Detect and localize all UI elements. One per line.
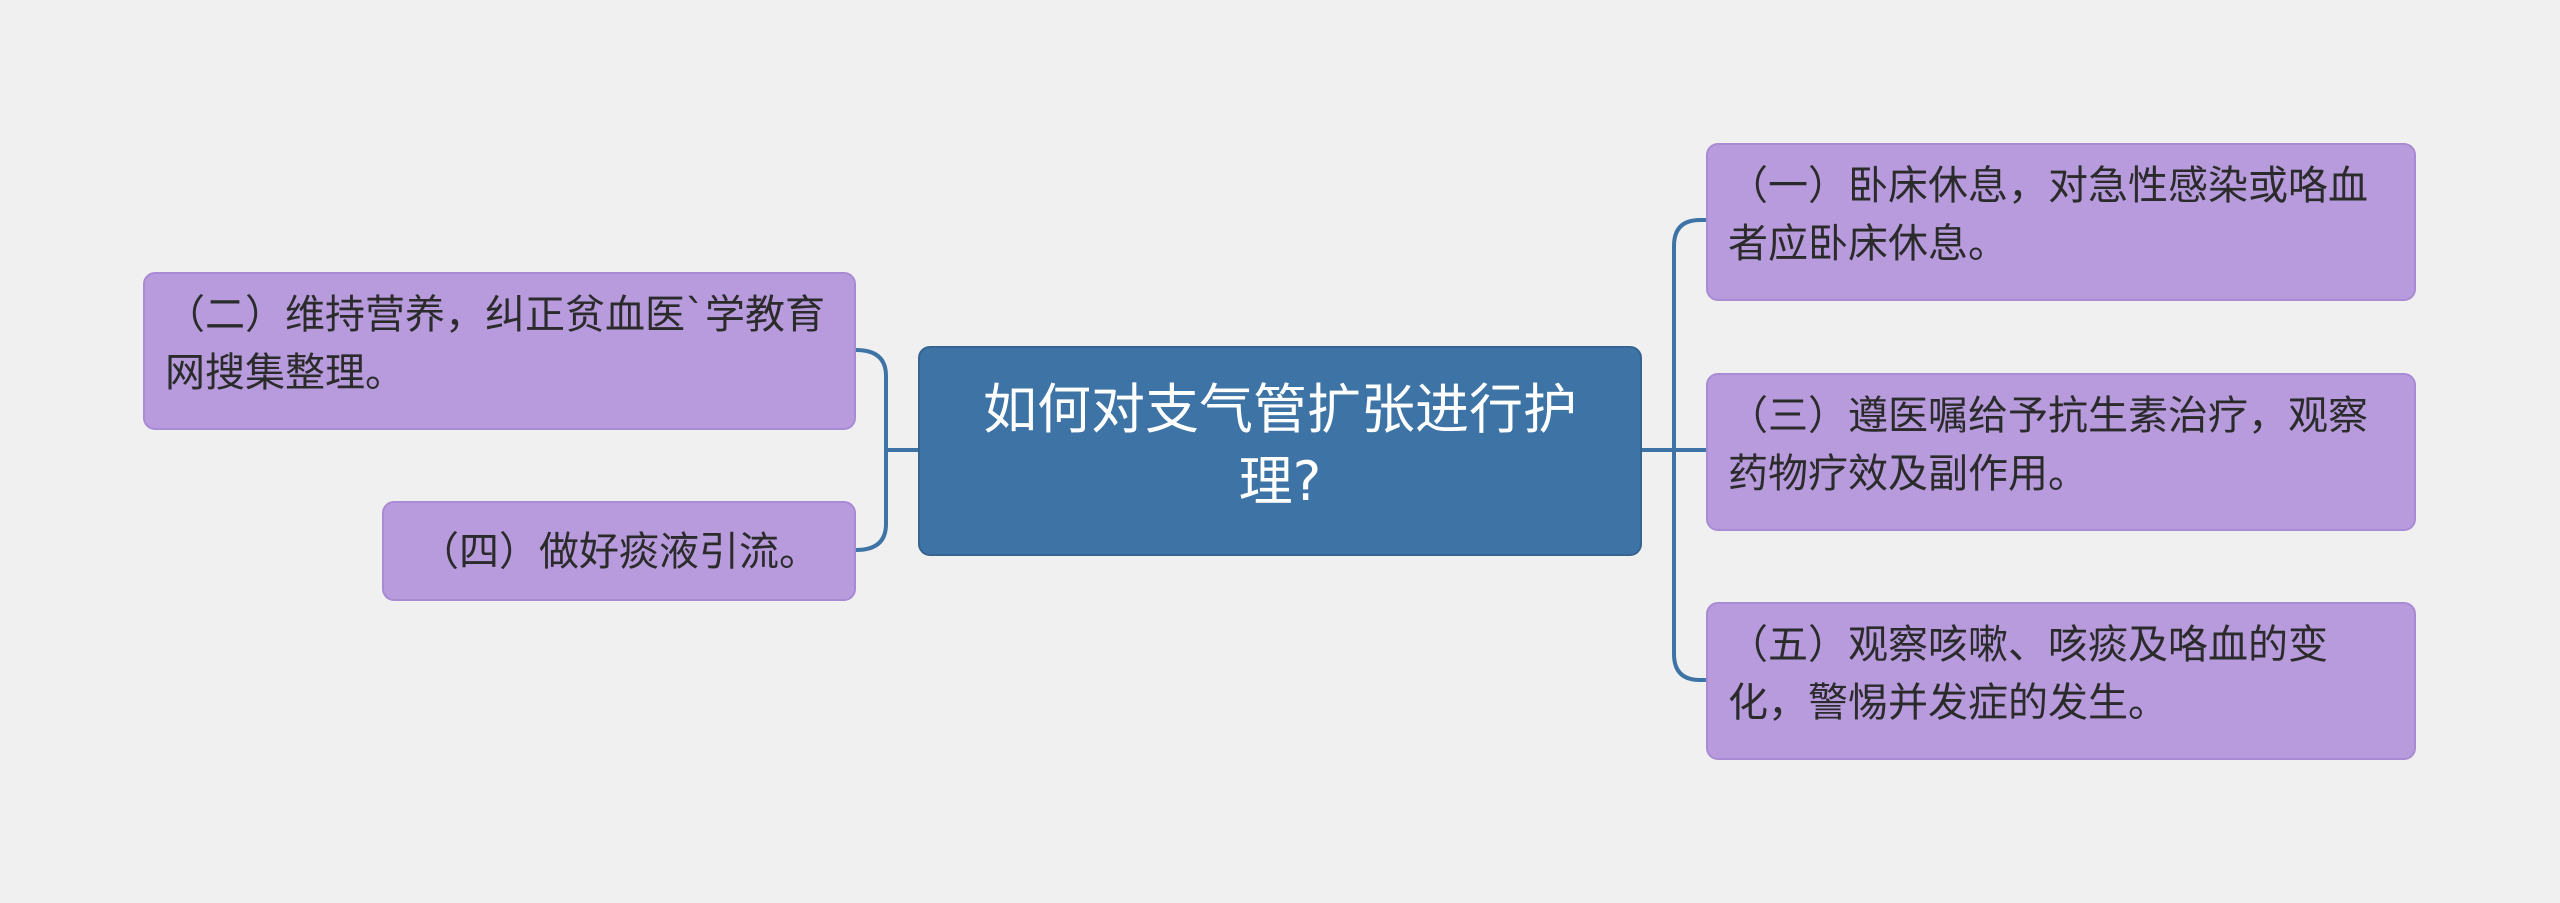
right-node-antibiotics-text: （三）遵医嘱给予抗生素治疗，观察药物疗效及副作用。 <box>1728 393 2368 497</box>
connector-right-trunk <box>1672 218 1708 682</box>
left-node-nutrition[interactable]: （二）维持营养，纠正贫血医`学教育网搜集整理。 <box>143 272 856 430</box>
left-node-drainage[interactable]: （四）做好痰液引流。 <box>382 501 856 601</box>
left-node-drainage-text: （四）做好痰液引流。 <box>419 529 819 575</box>
connector-left-trunk <box>854 348 888 552</box>
left-node-nutrition-text: （二）维持营养，纠正贫血医`学教育网搜集整理。 <box>165 292 825 396</box>
center-topic-text: 如何对支气管扩张进行护理? <box>983 378 1577 513</box>
right-node-antibiotics[interactable]: （三）遵医嘱给予抗生素治疗，观察药物疗效及副作用。 <box>1706 373 2416 531</box>
right-node-observation[interactable]: （五）观察咳嗽、咳痰及咯血的变化，警惕并发症的发生。 <box>1706 602 2416 760</box>
right-node-rest[interactable]: （一）卧床休息，对急性感染或咯血者应卧床休息。 <box>1706 143 2416 301</box>
center-topic-node[interactable]: 如何对支气管扩张进行护理? <box>918 346 1642 556</box>
right-node-observation-text: （五）观察咳嗽、咳痰及咯血的变化，警惕并发症的发生。 <box>1728 622 2328 726</box>
right-node-rest-text: （一）卧床休息，对急性感染或咯血者应卧床休息。 <box>1728 163 2368 267</box>
